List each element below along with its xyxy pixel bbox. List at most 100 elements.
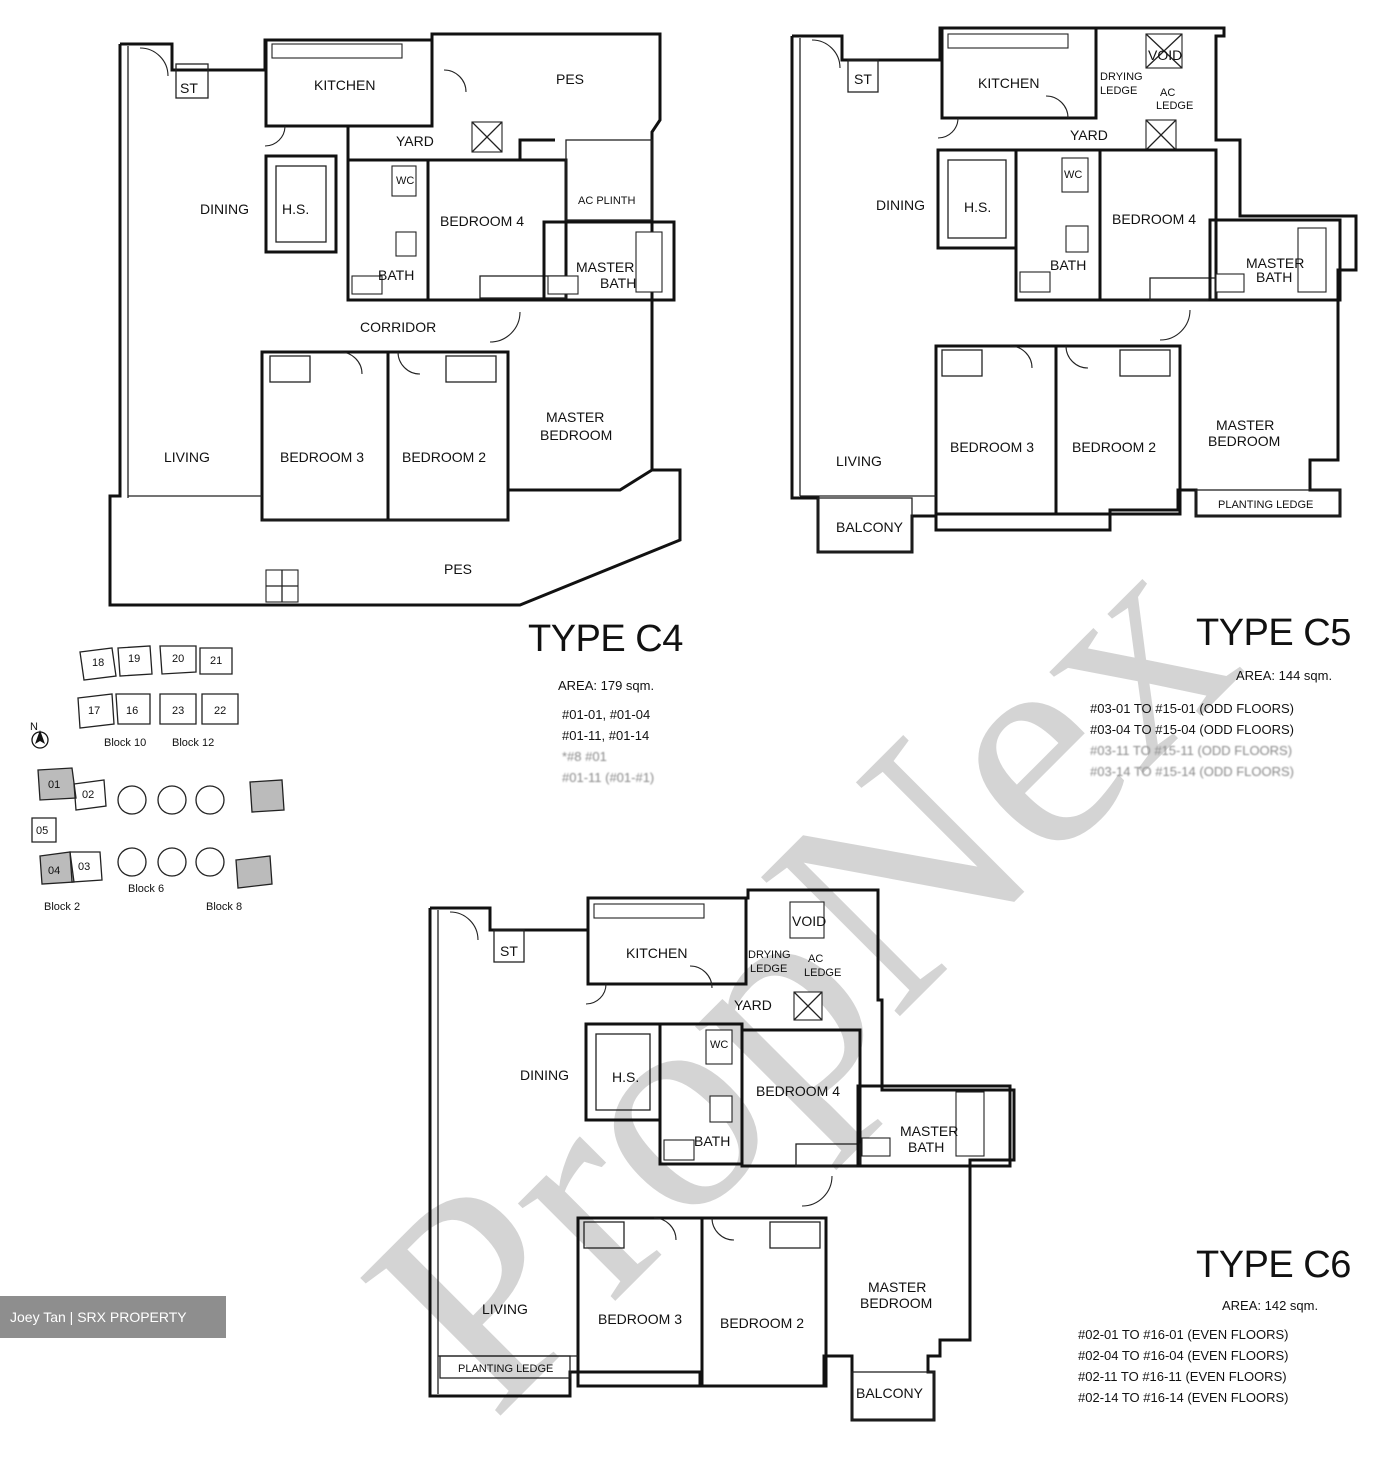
c6-balcony-label: BALCONY [856,1385,924,1401]
c4-bedroom2-label: BEDROOM 2 [402,449,486,465]
c6-master-bath-label-2: BATH [908,1139,944,1155]
key-unit-20: 20 [172,653,184,665]
c5-balcony-label: BALCONY [836,519,904,535]
c4-area: AREA: 179 sqm. [558,678,655,693]
c6-planting-label: PLANTING LEDGE [458,1363,553,1375]
key-unit-19: 19 [128,653,140,665]
c5-bedroom4-label: BEDROOM 4 [1112,211,1196,227]
c6-ac-label-2: LEDGE [804,967,841,979]
c6-type-title: TYPE C6 [1196,1244,1351,1286]
key-unit-16: 16 [126,705,138,717]
c6-st-label: ST [500,943,518,959]
c5-master-bath-label-1: MASTER [1246,255,1304,271]
c5-dining-label: DINING [876,197,925,213]
c6-kitchen-label: KITCHEN [626,945,687,961]
key-block-8: Block 8 [206,901,242,913]
key-block-12: Block 12 [172,737,214,749]
c5-area: AREA: 144 sqm. [1236,668,1333,683]
key-block-10: Block 10 [104,737,146,749]
c4-bath-label: BATH [378,267,414,283]
c5-unit-line: #03-14 TO #15-14 (ODD FLOORS) [1090,764,1294,779]
c5-wc-label: WC [1064,169,1082,181]
c5-drying-label-2: LEDGE [1100,85,1137,97]
c4-wc-label: WC [396,175,414,187]
c4-pes-bottom-label: PES [444,561,472,577]
key-plan: N 18 19 20 21 17 16 23 22 Block 10 Block… [30,645,285,913]
key-unit-03: 03 [78,861,90,873]
c5-master-bedroom-label-1: MASTER [1216,417,1274,433]
plan-c4: ST KITCHEN PES YARD DINING H.S. WC BEDRO… [108,32,682,607]
c6-bedroom2-label: BEDROOM 2 [720,1315,804,1331]
key-unit-17: 17 [88,705,100,717]
c4-unit-list: #01-01, #01-04 #01-11, #01-14 *#8 #01 #0… [562,704,654,788]
c5-drying-label-1: DRYING [1100,71,1143,83]
c6-master-bedroom-label-1: MASTER [868,1279,926,1295]
plan-c6: ST KITCHEN VOID DRYING LEDGE AC LEDGE YA… [428,888,1016,1422]
c4-yard-label: YARD [396,133,434,149]
key-block-6: Block 6 [128,883,164,895]
c5-master-bedroom-label-2: BEDROOM [1208,433,1280,449]
c5-kitchen-label: KITCHEN [978,75,1039,91]
key-block-2: Block 2 [44,901,80,913]
c5-ac-label-2: LEDGE [1156,100,1193,112]
key-unit-21: 21 [210,655,222,667]
c4-ac-plinth-label: AC PLINTH [578,195,636,207]
c4-dining-label: DINING [200,201,249,217]
c5-hs-label: H.S. [964,199,991,215]
c5-yard-label: YARD [1070,127,1108,143]
c4-outline [108,32,682,607]
c5-outline [790,26,1358,554]
c6-ac-label-1: AC [808,953,823,965]
c5-bedroom3-label: BEDROOM 3 [950,439,1034,455]
c5-bedroom2-label: BEDROOM 2 [1072,439,1156,455]
c6-master-bath-label-1: MASTER [900,1123,958,1139]
c6-bedroom4-label: BEDROOM 4 [756,1083,840,1099]
c5-master-bath-label-2: BATH [1256,269,1292,285]
c6-unit-line: #02-14 TO #16-14 (EVEN FLOORS) [1078,1390,1289,1405]
c4-type-title: TYPE C4 [528,618,683,660]
c4-living-label: LIVING [164,449,210,465]
c4-st-label: ST [180,80,198,96]
c6-drying-label-1: DRYING [748,949,791,961]
c6-unit-list: #02-01 TO #16-01 (EVEN FLOORS) #02-04 TO… [1078,1324,1289,1408]
c4-unit-line: #01-11 (#01-#1) [562,770,655,785]
c6-master-bedroom-label-2: BEDROOM [860,1295,932,1311]
c5-living-label: LIVING [836,453,882,469]
c4-unit-line: *#8 #01 [562,749,607,764]
c6-wc-label: WC [710,1039,728,1051]
c4-master-bedroom-label-1: MASTER [546,409,604,425]
c5-void-label: VOID [1148,47,1182,63]
key-unit-02: 02 [82,789,94,801]
floor-plans: ST KITCHEN PES YARD DINING H.S. WC BEDRO… [30,26,1358,1422]
c6-unit-line: #02-04 TO #16-04 (EVEN FLOORS) [1078,1348,1289,1363]
c6-living-label: LIVING [482,1301,528,1317]
c6-yard-label: YARD [734,997,772,1013]
c4-hs-label: H.S. [282,201,309,217]
key-unit-01: 01 [48,779,60,791]
c5-unit-line: #03-01 TO #15-01 (ODD FLOORS) [1090,701,1294,716]
plan-c5: ST KITCHEN VOID DRYING LEDGE AC LEDGE YA… [790,26,1358,554]
c6-outline [428,888,1016,1422]
c4-master-bath-label-2: BATH [600,275,636,291]
c4-corridor-label: CORRIDOR [360,319,436,335]
c5-unit-line: #03-11 TO #15-11 (ODD FLOORS) [1090,743,1293,758]
c6-drying-label-2: LEDGE [750,963,787,975]
key-unit-05: 05 [36,825,48,837]
c6-bedroom3-label: BEDROOM 3 [598,1311,682,1327]
c6-area: AREA: 142 sqm. [1222,1298,1319,1313]
c4-unit-line: #01-11, #01-14 [562,728,650,743]
c6-unit-line: #02-11 TO #16-11 (EVEN FLOORS) [1078,1369,1287,1384]
credit-badge: Joey Tan | SRX PROPERTY [0,1296,226,1338]
key-unit-22: 22 [214,705,226,717]
c4-kitchen-label: KITCHEN [314,77,375,93]
north-label: N [30,721,38,733]
c6-dining-label: DINING [520,1067,569,1083]
key-unit-04: 04 [48,865,60,877]
c4-unit-line: #01-01, #01-04 [562,707,651,722]
c5-unit-list: #03-01 TO #15-01 (ODD FLOORS) #03-04 TO … [1090,698,1294,782]
c4-master-bath-label-1: MASTER [576,259,634,275]
c6-hs-label: H.S. [612,1069,639,1085]
c5-unit-line: #03-04 TO #15-04 (ODD FLOORS) [1090,722,1294,737]
c4-pes-top-label: PES [556,71,584,87]
key-unit-18: 18 [92,657,104,669]
